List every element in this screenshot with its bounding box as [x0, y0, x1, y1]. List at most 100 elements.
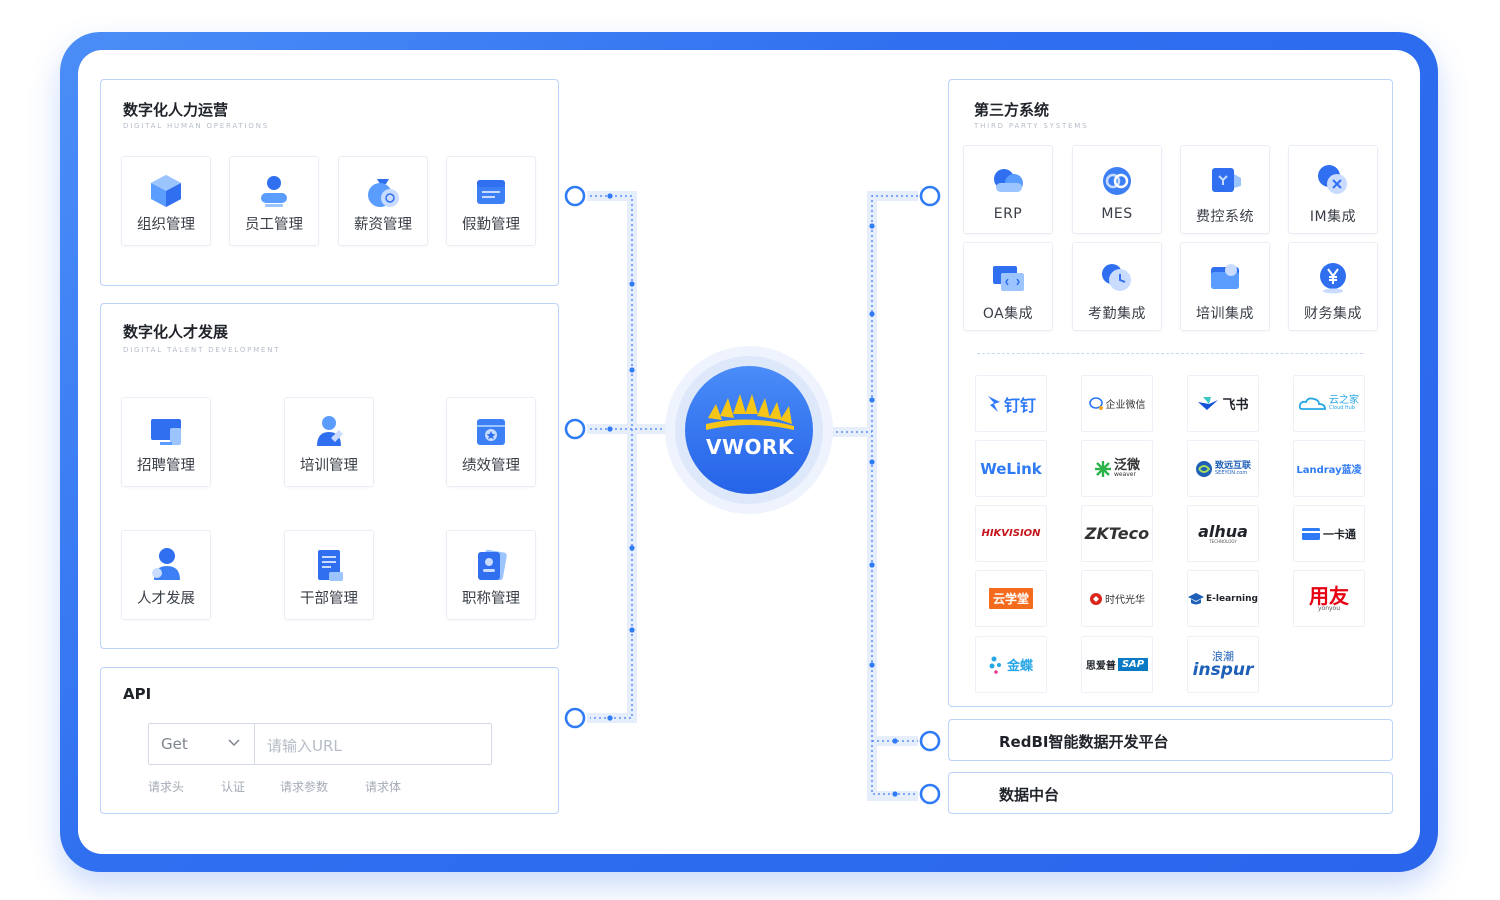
tile-salary-management[interactable]: 薪资管理 — [338, 156, 428, 246]
person-icon — [152, 548, 180, 580]
third-party-subtitle: THIRD PARTY SYSTEMS — [974, 122, 1089, 130]
hr-ops-subtitle: DIGITAL HUMAN OPERATIONS — [123, 122, 269, 130]
partner-label: 一卡通 — [1323, 527, 1356, 541]
dingtalk-logo-icon — [987, 395, 1000, 412]
url-input[interactable]: 请输入URL — [254, 723, 492, 765]
partner-inspur[interactable]: 浪潮 inspur — [1187, 636, 1259, 693]
partner-label: 钉钉 — [1003, 395, 1036, 415]
talent-title: 数字化人才发展 — [123, 323, 229, 341]
tile-im[interactable]: IM集成 — [1288, 145, 1378, 234]
http-method-select[interactable]: Get — [148, 723, 254, 765]
cube-icon — [151, 175, 181, 207]
partner-shidai[interactable]: 时代光华 — [1081, 570, 1153, 627]
partner-hikvision[interactable]: HIKVISION — [975, 505, 1047, 562]
partner-yunzhijia[interactable]: 云之家 Cloud Hub — [1293, 375, 1365, 432]
partner-label: WeLink — [980, 459, 1042, 478]
api-tab-auth[interactable]: 认证 — [221, 780, 246, 794]
vwork-hub — [665, 346, 833, 514]
partner-sublabel: weaver — [1113, 471, 1136, 478]
data-center-card[interactable]: 数据中台 — [948, 772, 1393, 814]
tile-label: 培训管理 — [300, 458, 358, 474]
partner-landray[interactable]: Landray蓝凌 — [1293, 440, 1365, 497]
partner-card-system[interactable]: 一卡通 — [1293, 505, 1365, 562]
tile-leave-management[interactable]: 假勤管理 — [446, 156, 536, 246]
partner-welink[interactable]: WeLink — [975, 440, 1047, 497]
api-tab-params[interactable]: 请求参数 — [280, 780, 329, 794]
calendar-icon — [477, 180, 505, 204]
tile-attendance[interactable]: 考勤集成 — [1072, 242, 1162, 331]
right-connector — [820, 191, 918, 801]
tile-title-management[interactable]: 职称管理 — [446, 530, 536, 620]
medal-box-icon — [477, 419, 505, 445]
partner-yunxuetang[interactable]: 云学堂 — [975, 570, 1047, 627]
partner-label: 云学堂 — [992, 592, 1029, 606]
partner-seeyon[interactable]: 致远互联 SEEYON.com — [1187, 440, 1259, 497]
partner-label: 云之家 — [1329, 395, 1359, 406]
partner-label: HIKVISION — [981, 528, 1041, 539]
partner-dahua[interactable]: alhua TECHNOLOGY — [1187, 505, 1259, 562]
yunxuetang-badge: 云学堂 — [988, 588, 1033, 609]
partner-sap[interactable]: 思爱普 SAP — [1081, 636, 1153, 693]
tile-label: 费控系统 — [1196, 209, 1254, 225]
tile-finance[interactable]: 财务集成 — [1288, 242, 1378, 331]
tile-label: 假勤管理 — [462, 217, 520, 233]
tile-mes[interactable]: MES — [1072, 145, 1162, 234]
tile-label: 绩效管理 — [462, 458, 520, 474]
chevron-down-icon — [228, 739, 240, 747]
partner-wecom[interactable]: 企业微信 — [1081, 375, 1153, 432]
tile-expense-control[interactable]: 费控系统 — [1180, 145, 1270, 234]
partner-label: 致远互联 — [1214, 460, 1251, 471]
partner-elearning[interactable]: E-learning — [1187, 570, 1259, 627]
partner-weaver[interactable]: 泛微 weaver — [1081, 440, 1153, 497]
tile-performance[interactable]: 绩效管理 — [446, 397, 536, 487]
tile-training-integration[interactable]: 培训集成 — [1180, 242, 1270, 331]
tile-label: MES — [1101, 206, 1133, 222]
endpoint-nodes — [564, 185, 941, 805]
tile-label: 员工管理 — [245, 217, 303, 233]
tile-staff-management[interactable]: 员工管理 — [229, 156, 319, 246]
tile-label: 人才发展 — [137, 591, 195, 607]
kingdee-logo-icon — [989, 656, 1001, 674]
partner-kingdee[interactable]: 金蝶 — [975, 636, 1047, 693]
weaver-logo-icon — [1094, 460, 1111, 477]
tile-cadre-management[interactable]: 干部管理 — [284, 530, 374, 620]
id-card-icon — [478, 549, 507, 581]
partner-label: 企业微信 — [1105, 400, 1146, 411]
tile-label: OA集成 — [982, 306, 1034, 322]
partner-yonyou[interactable]: 用友 yonyou — [1293, 570, 1365, 627]
money-bag-icon — [368, 179, 399, 207]
api-title: API — [123, 685, 152, 703]
redbi-card[interactable]: RedBI智能数据开发平台 — [948, 719, 1393, 761]
monitor-icon — [151, 419, 181, 445]
tile-training[interactable]: 培训管理 — [284, 397, 374, 487]
partner-label: 浪潮 — [1212, 649, 1234, 663]
card-logo-icon — [1302, 527, 1320, 540]
chat-icon — [1318, 165, 1347, 194]
partner-feishu[interactable]: 飞书 — [1187, 375, 1259, 432]
api-tab-body[interactable]: 请求体 — [365, 780, 402, 794]
tile-recruitment[interactable]: 招聘管理 — [121, 397, 211, 487]
partner-dingtalk[interactable]: 钉钉 — [975, 375, 1047, 432]
tile-talent-development[interactable]: 人才发展 — [121, 530, 211, 620]
tile-label: 薪资管理 — [354, 217, 412, 233]
tile-label: 考勤集成 — [1088, 306, 1146, 322]
wecom-logo-icon — [1088, 396, 1103, 410]
tile-erp[interactable]: ERP — [963, 145, 1053, 234]
clock-icon — [1102, 264, 1131, 291]
redbi-label: RedBI智能数据开发平台 — [999, 733, 1169, 751]
partner-label: alhua — [1198, 521, 1248, 541]
trainee-icon — [317, 416, 343, 446]
vwork-logo-text: VWORK — [706, 435, 794, 459]
document-icon — [318, 550, 343, 581]
partner-sublabel: SEEYON.com — [1214, 469, 1248, 476]
hr-ops-title: 数字化人力运营 — [123, 101, 229, 119]
yunzhijia-logo-icon — [1299, 397, 1326, 410]
tile-oa[interactable]: OA集成 — [963, 242, 1053, 331]
feishu-logo-icon — [1198, 396, 1219, 410]
api-tab-headers[interactable]: 请求头 — [148, 780, 185, 794]
partner-zkteco[interactable]: ZKTeco — [1081, 505, 1153, 562]
tile-org-management[interactable]: 组织管理 — [121, 156, 211, 246]
api-card: API — [100, 667, 559, 814]
partner-sublabel: Cloud Hub — [1329, 405, 1355, 411]
code-window-icon — [993, 266, 1024, 291]
